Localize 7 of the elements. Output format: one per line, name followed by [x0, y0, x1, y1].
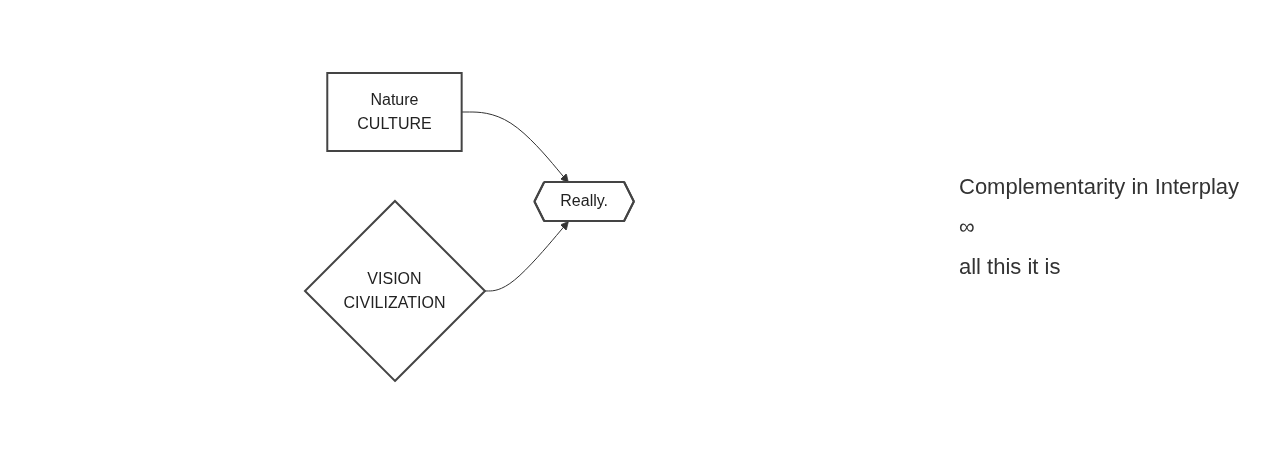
node-box: Nature CULTURE [326, 71, 463, 152]
arrow [461, 111, 569, 183]
note-text: all this it is [959, 253, 1062, 280]
note-text: Complementarity in Interplay [959, 173, 1240, 200]
note-text: ∞ [959, 213, 976, 240]
node-diamond: VISION CIVILIZATION [303, 199, 487, 382]
arrow [484, 220, 569, 291]
